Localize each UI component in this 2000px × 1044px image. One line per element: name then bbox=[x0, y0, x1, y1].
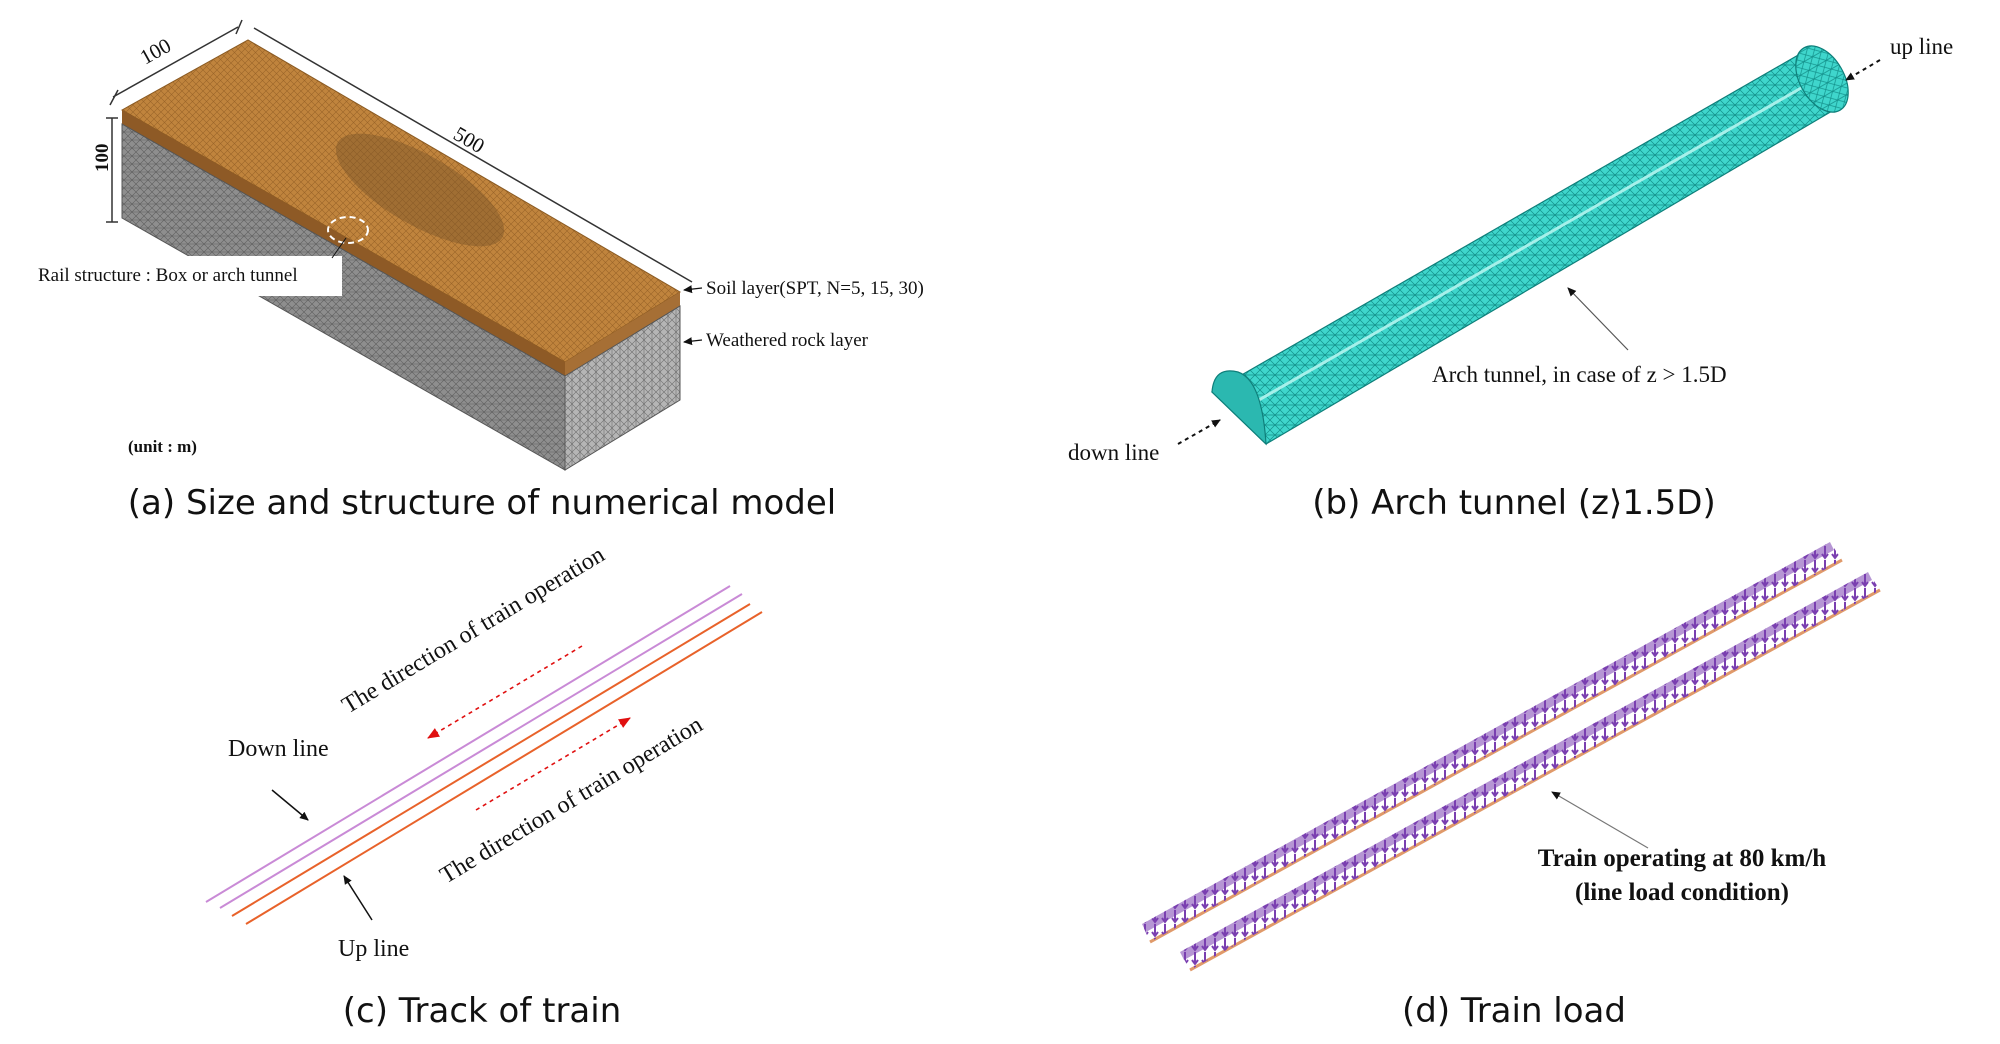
train-load-label-line-1: Train operating at 80 km/h bbox=[1538, 845, 1827, 872]
panel-d: Train operating at 80 km/h (line load co… bbox=[1142, 542, 1881, 1031]
dim-height-label: 100 bbox=[92, 144, 113, 173]
rock-layer-side bbox=[564, 305, 681, 471]
soil-layer-side-edge bbox=[565, 292, 680, 376]
rail-leader bbox=[331, 237, 347, 259]
rail-structure-marker bbox=[327, 216, 369, 244]
dim-width-tick bbox=[235, 19, 243, 35]
up-line-label: Up line bbox=[338, 936, 409, 962]
caption-b: (b) Arch tunnel (z⟩1.5D) bbox=[1312, 483, 1716, 523]
up-line-rail-1 bbox=[231, 603, 751, 917]
direction-arrow-down bbox=[427, 645, 583, 739]
tunnel-end-up bbox=[1795, 45, 1849, 113]
down-line-rail-1 bbox=[205, 585, 731, 903]
soil-leader bbox=[683, 285, 703, 294]
unit-label: (unit : m) bbox=[128, 437, 197, 456]
arch-tunnel-label: Arch tunnel, in case of z > 1.5D bbox=[1432, 362, 1727, 387]
dim-width-line bbox=[112, 26, 239, 98]
up-line-pointer bbox=[343, 875, 373, 921]
down-line-rail-2 bbox=[219, 593, 743, 909]
panel-a: 100 100 500 Rail structure : Box or arch… bbox=[30, 19, 924, 523]
soil-layer-label: Soil layer(SPT, N=5, 15, 30) bbox=[706, 278, 924, 299]
down-line-arrow bbox=[1177, 419, 1221, 445]
caption-c: (c) Track of train bbox=[343, 991, 622, 1031]
train-load-leader bbox=[1551, 791, 1649, 849]
tunnel-end-down bbox=[1211, 370, 1267, 446]
dim-length-line bbox=[253, 27, 693, 283]
dim-width-tick bbox=[109, 89, 119, 106]
train-load-label-line-2: (line load condition) bbox=[1575, 879, 1789, 906]
up-line-rail-2 bbox=[245, 611, 763, 925]
dim-width-label: 100 bbox=[136, 33, 175, 69]
direction-label-upper: The direction of train operation bbox=[338, 542, 610, 719]
panel-b: up line down line Arch tunnel, in case o… bbox=[1068, 34, 1953, 523]
refined-mesh-zone bbox=[335, 133, 505, 247]
caption-d: (d) Train load bbox=[1402, 991, 1626, 1031]
train-load-band-2b bbox=[1180, 572, 1872, 960]
direction-arrow-up bbox=[475, 717, 631, 811]
down-line-label: down line bbox=[1068, 440, 1159, 465]
rock-leader bbox=[683, 337, 703, 346]
dim-length-label: 500 bbox=[450, 122, 489, 159]
down-line-pointer bbox=[271, 789, 309, 821]
rail-label-box bbox=[30, 256, 342, 296]
panel-c: The direction of train operation The dir… bbox=[205, 542, 763, 1031]
down-line-label: Down line bbox=[228, 736, 329, 762]
rock-layer-label: Weathered rock layer bbox=[706, 330, 869, 351]
up-line-arrow bbox=[1845, 59, 1881, 81]
up-line-label: up line bbox=[1890, 34, 1953, 59]
tunnel-crown-line bbox=[1237, 74, 1823, 414]
caption-a: (a) Size and structure of numerical mode… bbox=[128, 483, 836, 523]
train-load-band-1b bbox=[1142, 542, 1834, 932]
tunnel-leader bbox=[1567, 287, 1629, 351]
rail-structure-label: Rail structure : Box or arch tunnel bbox=[38, 265, 298, 286]
